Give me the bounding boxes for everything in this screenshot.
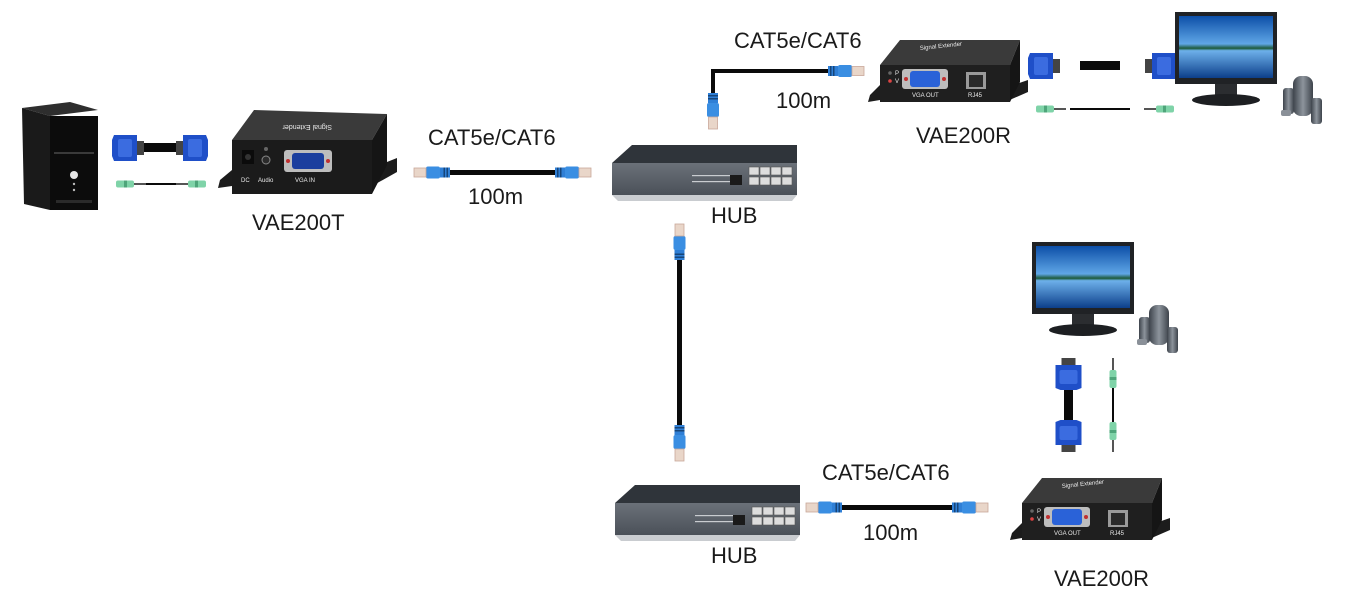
receiver-bottom-label: VAE200R [1054,566,1149,591]
cat-cable-hub-hub [674,224,686,461]
speakers-bottom-icon [1137,305,1178,353]
vga-cable-pc [112,135,208,161]
audio-cable-pc [116,180,206,188]
hub-top-label: HUB [711,203,758,228]
cat-cable-hub-rx-top [707,64,865,129]
cat-cable-hub-rx-bottom [806,501,989,514]
receiver-top-device [868,40,1028,102]
hub-top-device [611,144,798,202]
cable-type-label-1: CAT5e/CAT6 [428,125,556,150]
cat-cable-tx-hub [414,166,592,179]
port-dc-label: DC [241,178,250,184]
port-audio-label: Audio [258,178,274,184]
audio-cable-top [1036,105,1174,113]
transmitter-label: VAE200T [252,210,345,235]
audio-cable-bottom [1110,358,1117,452]
cable-distance-label-1: 100m [468,184,524,209]
svg-text:Signal Extender: Signal Extender [282,123,332,130]
cable-type-label-2: CAT5e/CAT6 [734,28,862,53]
vga-cable-top [1028,53,1177,79]
cable-distance-label-3: 100m [863,520,919,545]
hub-bottom-label: HUB [711,543,758,568]
monitor-bottom-icon [1032,242,1134,336]
receiver-bottom-device [1010,478,1170,540]
cable-type-label-3: CAT5e/CAT6 [822,460,950,485]
cable-distance-label-2: 100m [776,88,832,113]
receiver-top-label: VAE200R [916,123,1011,148]
port-vga-in-label: VGA IN [295,178,315,184]
transmitter-device: Signal Extender DC Audio VGA IN [218,110,397,194]
desktop-pc-icon [22,102,98,210]
vga-cable-bottom [1056,358,1082,452]
speakers-top-icon [1281,76,1322,124]
hub-bottom-device [614,484,801,542]
monitor-top-icon [1175,12,1277,106]
